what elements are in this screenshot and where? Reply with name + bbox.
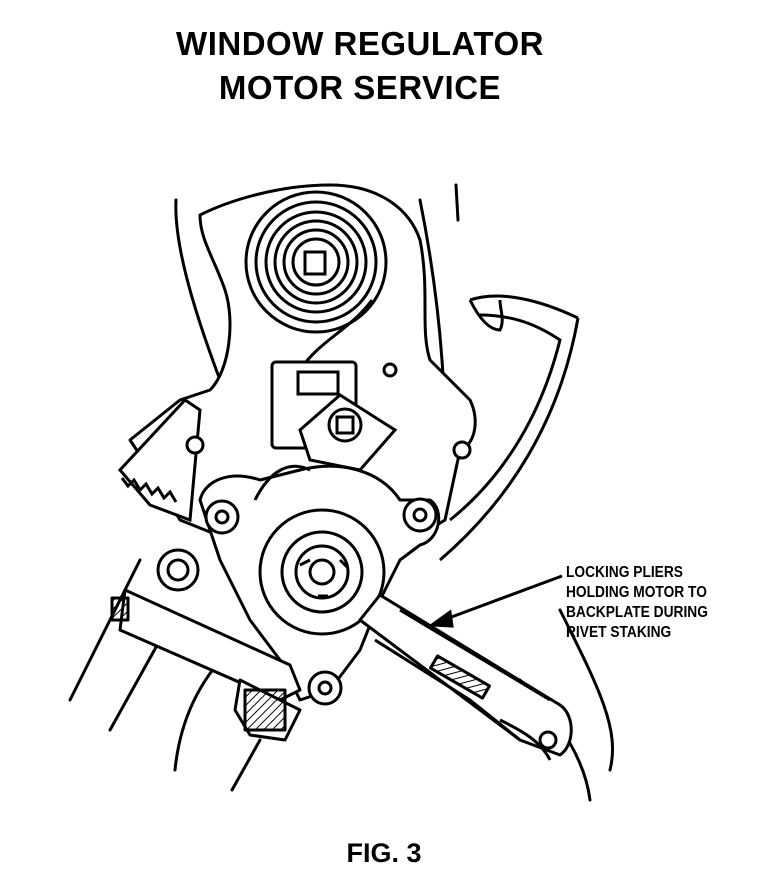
callout-line-2: HOLDING MOTOR TO xyxy=(566,584,707,601)
door-frame-lines xyxy=(68,183,614,802)
pliers-lower-jaw xyxy=(110,588,302,742)
locking-pliers xyxy=(358,593,573,761)
sector-gear xyxy=(439,294,580,562)
toothed-edge xyxy=(117,398,202,523)
rivet-left xyxy=(156,548,200,592)
callout-line-3: BACKPLATE DURING xyxy=(566,604,708,621)
callout-line-1: LOCKING PLIERS xyxy=(566,564,683,581)
callout-line-4: RIVET STAKING xyxy=(566,624,672,641)
diagram-title-line-2: MOTOR SERVICE xyxy=(218,69,502,106)
spring-anchor xyxy=(270,360,398,472)
callout-leader xyxy=(427,574,563,628)
figure-caption: FIG. 3 xyxy=(346,838,422,868)
callout-label: LOCKING PLIERS HOLDING MOTOR TO BACKPLAT… xyxy=(566,563,708,643)
diagram-title-line-1: WINDOW REGULATOR xyxy=(176,25,544,62)
motor-assembly xyxy=(198,464,441,706)
backplate-holes xyxy=(185,362,472,460)
